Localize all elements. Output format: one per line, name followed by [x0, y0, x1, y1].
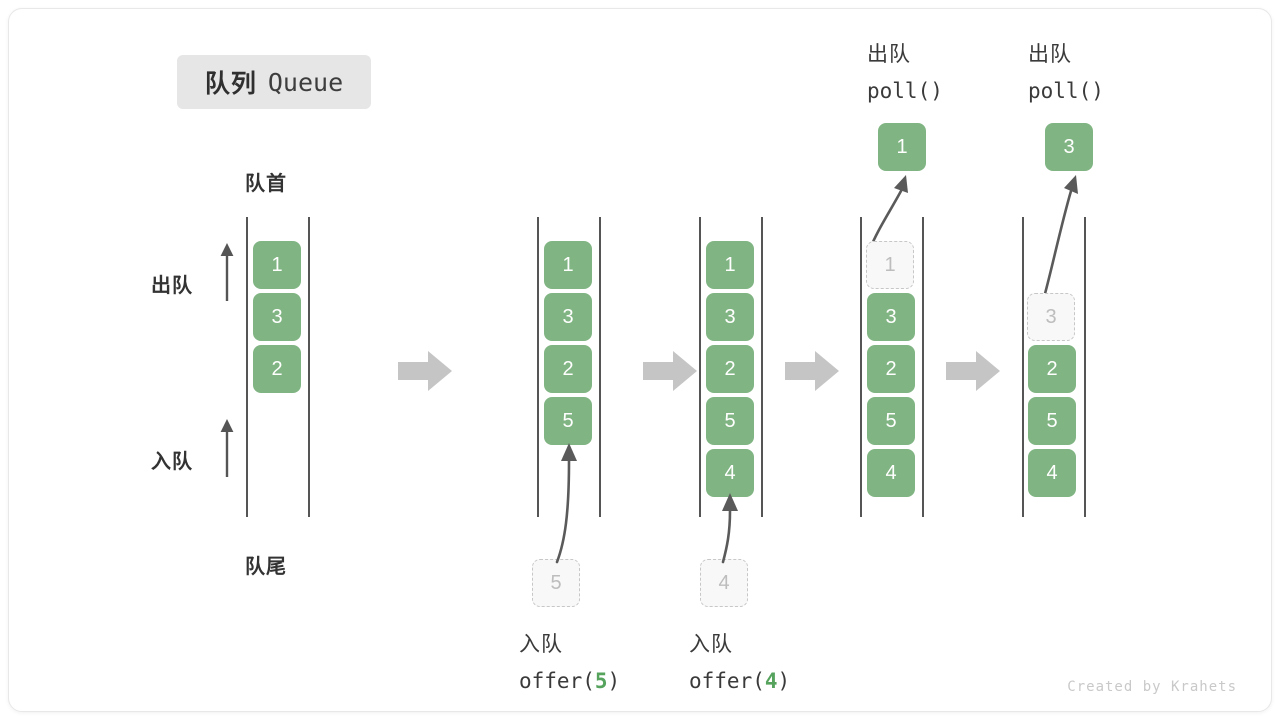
queue-cell: 5	[706, 397, 754, 445]
queue-rail-left	[699, 217, 701, 517]
queue-cell: 2	[1028, 345, 1076, 393]
queue-cell-ghost: 1	[866, 241, 914, 289]
queue-rail-left	[860, 217, 862, 517]
operation-label-code: poll()	[867, 79, 943, 103]
queue-rail-left	[537, 217, 539, 517]
dequeue-motion-arrow-icon	[1041, 175, 1078, 303]
enqueue-motion-arrow-icon	[555, 443, 577, 564]
outgoing-cell: 1	[878, 123, 926, 171]
front-label: 队首	[245, 173, 287, 195]
queue-cell: 3	[544, 293, 592, 341]
queue-cell: 2	[544, 345, 592, 393]
title-chinese: 队列	[204, 70, 257, 98]
queue-rail-left	[1022, 217, 1024, 517]
diagram-card: 队列 Queue 队首 队尾 出队 入队 1 3 2	[8, 8, 1272, 712]
queue-cell: 1	[706, 241, 754, 289]
queue-cell: 2	[253, 345, 301, 393]
title-english: Queue	[267, 67, 344, 97]
operation-label-cn: 入队	[519, 633, 563, 656]
enqueue-arrow-label: 入队	[151, 451, 193, 473]
operation-label-code: offer(4)	[689, 669, 791, 693]
rear-label: 队尾	[245, 556, 287, 578]
operation-label-poll-1: 出队 poll()	[867, 37, 943, 109]
queue-cell: 5	[1028, 397, 1076, 445]
operation-label-offer-5: 入队 offer(5)	[519, 627, 620, 699]
operation-label-code: offer(5)	[519, 669, 621, 693]
queue-rail-right	[599, 217, 601, 517]
enqueue-motion-arrow-icon	[721, 493, 738, 564]
queue-cell: 3	[706, 293, 754, 341]
operation-label-offer-4: 入队 offer(4)	[689, 627, 790, 699]
queue-cell: 4	[706, 449, 754, 497]
queue-cell: 4	[867, 449, 915, 497]
queue-rail-left	[246, 217, 248, 517]
enqueue-direction-arrow-icon	[220, 419, 234, 477]
step-separator-arrow-icon	[643, 351, 697, 391]
queue-cell: 5	[544, 397, 592, 445]
operation-label-cn: 出队	[1028, 43, 1072, 66]
queue-rail-right	[1084, 217, 1086, 517]
footer-credit: Created by Krahets	[1067, 679, 1237, 695]
queue-cell: 3	[867, 293, 915, 341]
incoming-ghost-cell: 5	[532, 559, 580, 607]
queue-cell: 2	[706, 345, 754, 393]
operation-label-cn: 入队	[689, 633, 733, 656]
queue-cell: 2	[867, 345, 915, 393]
queue-cell: 1	[253, 241, 301, 289]
operation-label-poll-2: 出队 poll()	[1028, 37, 1104, 109]
queue-cell: 4	[1028, 449, 1076, 497]
queue-rail-right	[761, 217, 763, 517]
queue-rail-right	[922, 217, 924, 517]
queue-cell: 5	[867, 397, 915, 445]
queue-cell: 1	[544, 241, 592, 289]
operation-label-cn: 出队	[867, 43, 911, 66]
queue-rail-right	[308, 217, 310, 517]
dequeue-direction-arrow-icon	[220, 243, 234, 301]
title-badge: 队列 Queue	[177, 55, 371, 109]
queue-cell: 3	[253, 293, 301, 341]
step-separator-arrow-icon	[785, 351, 839, 391]
outgoing-cell: 3	[1045, 123, 1093, 171]
step-separator-arrow-icon	[946, 351, 1000, 391]
step-separator-arrow-icon	[398, 351, 452, 391]
dequeue-arrow-label: 出队	[151, 275, 193, 297]
queue-cell-ghost: 3	[1027, 293, 1075, 341]
incoming-ghost-cell: 4	[700, 559, 748, 607]
operation-label-code: poll()	[1028, 79, 1104, 103]
